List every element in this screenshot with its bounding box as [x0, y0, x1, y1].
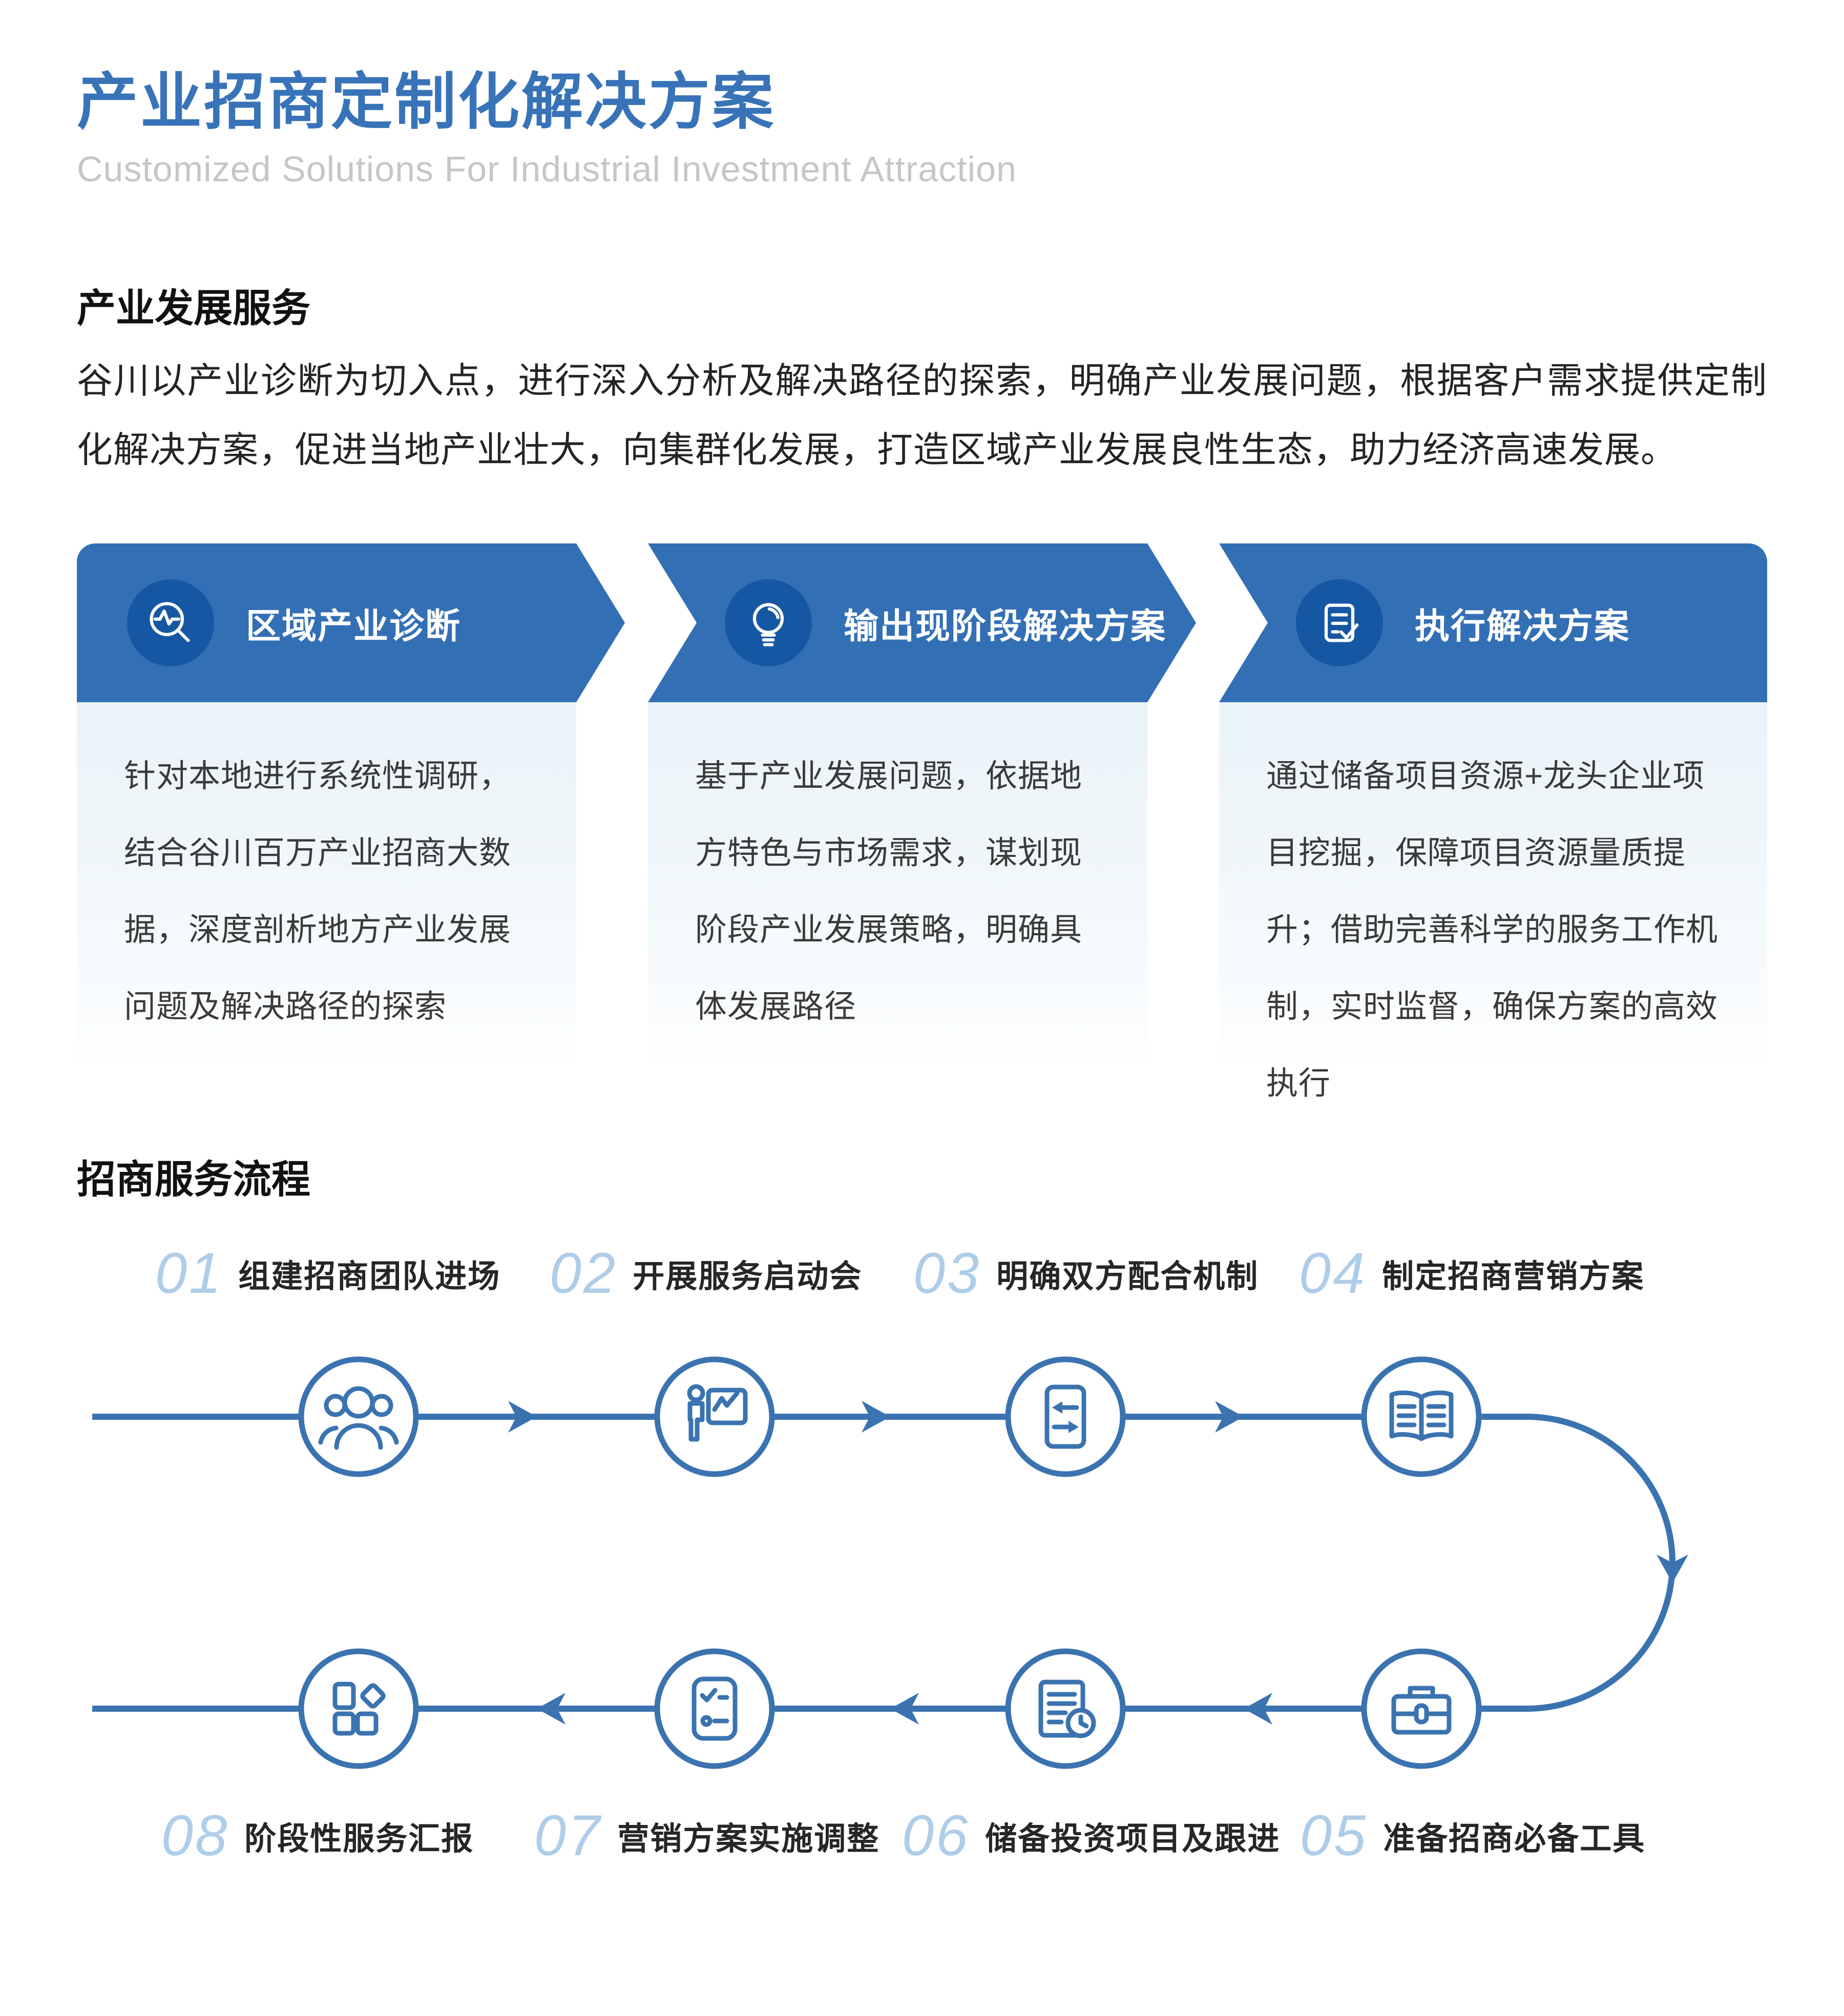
service-section-heading: 产业发展服务 [77, 287, 310, 330]
arrow-right-icon [508, 1401, 537, 1433]
document-clock-icon [1038, 1679, 1096, 1738]
card-title: 区域产业诊断 [246, 606, 462, 646]
team-icon [318, 1386, 399, 1450]
step-label-02: 02 开展服务启动会 [550, 1240, 863, 1306]
grid-shapes-icon [332, 1682, 386, 1736]
step-text: 开展服务启动会 [633, 1258, 863, 1294]
flow-node-circle [654, 1648, 775, 1769]
service-intro-paragraph: 谷川以产业诊断为切入点，进行深入分析及解决路径的探索，明确产业发展问题，根据客户… [77, 361, 1767, 470]
step-number: 05 [1300, 1803, 1368, 1867]
solution-card-execute: 执行解决方案 通过储备项目资源+龙头企业项目挖掘，保障项目资源量质提升；借助完善… [1219, 543, 1767, 1101]
step-number: 01 [155, 1241, 223, 1305]
step-label-07: 07 营销方案实施调整 [534, 1802, 880, 1868]
card-title: 执行解决方案 [1415, 606, 1630, 646]
flow-section-heading: 招商服务流程 [77, 1158, 310, 1202]
step-text: 储备投资项目及跟进 [985, 1821, 1281, 1857]
icon-chip [1296, 579, 1383, 666]
solution-cards: 区域产业诊断 针对本地进行系统性调研，结合谷川百万产业招商大数据，深度剖析地方产… [77, 543, 1767, 1101]
briefcase-icon [1391, 1686, 1452, 1735]
magnifier-pulse-icon [144, 596, 197, 649]
flow-node-circle [1005, 1648, 1126, 1769]
card-header: 区域产业诊断 [77, 543, 625, 702]
step-text: 阶段性服务汇报 [244, 1821, 474, 1857]
card-header: 执行解决方案 [1219, 543, 1767, 702]
card-header: 输出现阶段解决方案 [648, 543, 1196, 702]
arrow-left-icon [537, 1693, 565, 1725]
solution-card-output-plan: 输出现阶段解决方案 基于产业发展问题，依据地方特色与市场需求，谋划现阶段产业发展… [648, 543, 1196, 1061]
step-text: 准备招商必备工具 [1383, 1821, 1646, 1857]
step-label-03: 03 明确双方配合机制 [913, 1240, 1259, 1306]
page-subtitle: Customized Solutions For Industrial Inve… [77, 149, 1017, 189]
step-label-04: 04 制定招商营销方案 [1299, 1240, 1645, 1306]
step-number: 06 [902, 1803, 970, 1867]
card-body: 通过储备项目资源+龙头企业项目挖掘，保障项目资源量质提升；借助完善科学的服务工作… [1219, 702, 1767, 1101]
step-text: 制定招商营销方案 [1382, 1258, 1645, 1294]
flow-node-circle [654, 1356, 775, 1477]
flow-node-circle [298, 1648, 419, 1769]
card-body: 基于产业发展问题，依据地方特色与市场需求，谋划现阶段产业发展策略，明确具体发展路… [648, 702, 1147, 1061]
step-text: 营销方案实施调整 [617, 1821, 880, 1857]
arrow-left-icon [1244, 1693, 1272, 1725]
step-number: 04 [1298, 1241, 1367, 1305]
swap-arrows-icon [1044, 1384, 1086, 1449]
page-title: 产业招商定制化解决方案 [77, 68, 776, 136]
flow-lines-canvas [92, 1356, 1688, 1769]
step-label-06: 06 储备投资项目及跟进 [902, 1802, 1281, 1868]
step-number: 03 [913, 1241, 981, 1305]
presenter-icon [687, 1384, 748, 1442]
flow-node-circle [1005, 1356, 1126, 1477]
step-text: 明确双方配合机制 [996, 1258, 1259, 1294]
step-label-05: 05 准备招商必备工具 [1300, 1802, 1646, 1868]
page: 产业招商定制化解决方案 Customized Solutions For Ind… [0, 68, 1844, 1880]
lightbulb-icon [742, 596, 795, 649]
card-body: 针对本地进行系统性调研，结合谷川百万产业招商大数据，深度剖析地方产业发展问题及解… [77, 702, 576, 1061]
arrow-down-icon [1657, 1555, 1688, 1583]
service-flow-diagram: 01 组建招商团队进场 02 开展服务启动会 03 明确双方配合机制 04 制定… [0, 1225, 1844, 1880]
step-number: 08 [161, 1803, 229, 1867]
open-book-icon [1389, 1390, 1454, 1441]
icon-chip [127, 579, 214, 666]
step-label-08: 08 阶段性服务汇报 [161, 1802, 474, 1868]
icon-chip [725, 579, 812, 666]
step-text: 组建招商团队进场 [238, 1258, 501, 1294]
step-number: 07 [534, 1803, 602, 1867]
solution-card-diagnosis: 区域产业诊断 针对本地进行系统性调研，结合谷川百万产业招商大数据，深度剖析地方产… [77, 543, 625, 1061]
step-number: 02 [549, 1241, 618, 1305]
document-check-icon [1324, 603, 1359, 642]
step-label-01: 01 组建招商团队进场 [155, 1240, 501, 1306]
arrow-right-icon [1215, 1401, 1244, 1433]
card-title: 输出现阶段解决方案 [844, 606, 1167, 646]
arrow-right-icon [862, 1401, 890, 1433]
checklist-icon [692, 1676, 738, 1741]
arrow-left-icon [890, 1693, 919, 1725]
